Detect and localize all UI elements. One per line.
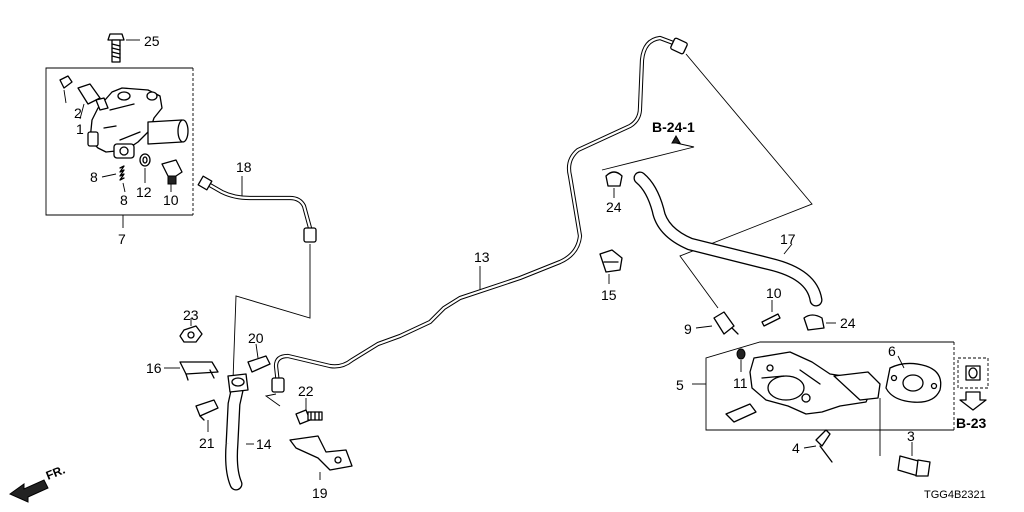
callout-22: 22 — [298, 383, 314, 399]
part-11-pin: 10 — [761, 285, 782, 327]
part-16-clamp: 15 — [599, 249, 623, 303]
part-25-bolt: 25 — [107, 33, 160, 63]
part-10-bolt — [161, 159, 183, 185]
slave-cylinder-group: 5 11 6 — [676, 341, 955, 431]
part-1-fitting — [77, 83, 109, 111]
callout-4: 4 — [792, 440, 800, 456]
part-19-hose: 17 — [633, 171, 823, 307]
slave-cylinder — [725, 351, 881, 423]
callout-17: 16 — [146, 360, 162, 376]
callout-21b: 21 — [199, 435, 215, 451]
callout-12: 11 — [733, 375, 748, 391]
part-3-bolt: 3 — [879, 398, 931, 477]
part-22-bolt: 22 — [295, 383, 323, 425]
part-4-pin: 4 — [792, 429, 833, 463]
reference-b23: B-23 — [956, 357, 989, 431]
master-cylinder-group: 2 1 8 8 12 10 7 — [45, 67, 194, 247]
callout-21a: 20 — [248, 330, 264, 346]
reference-b24-1: B-24-1 — [601, 119, 695, 171]
part-8-pin — [119, 165, 125, 181]
drawing-code: TGG4B2321 — [924, 489, 986, 501]
part-17-clip: 16 — [146, 360, 219, 381]
callout-10: 10 — [163, 192, 179, 208]
callout-3: 3 — [907, 428, 915, 444]
callout-7: 7 — [118, 231, 126, 247]
part-24-clip-lower: 24 — [803, 314, 856, 331]
part-23-nut: 23 — [179, 307, 203, 343]
part-12-washer: 11 — [733, 348, 748, 391]
callout-11: 10 — [766, 285, 782, 301]
reference-arrow-icon — [959, 391, 987, 411]
callout-9: 9 — [684, 321, 692, 337]
part-6-gasket: 6 — [885, 343, 942, 403]
callout-19: 17 — [780, 231, 796, 247]
callout-16: 15 — [601, 287, 617, 303]
callout-15: 14 — [256, 436, 272, 452]
front-direction-indicator: FR. — [8, 463, 67, 503]
callout-8a: 8 — [90, 169, 98, 185]
reference-label-b23: B-23 — [956, 415, 987, 431]
callout-20: 19 — [312, 485, 328, 501]
callout-23: 23 — [183, 307, 199, 323]
reference-arrow-icon — [671, 134, 681, 144]
group-bracket-5 — [705, 341, 954, 431]
part-9-fitting: 9 — [684, 311, 739, 337]
master-cylinder — [87, 87, 189, 159]
callout-25: 25 — [144, 33, 160, 49]
callout-24b: 24 — [840, 315, 856, 331]
reference-label-b24-1: B-24-1 — [652, 119, 695, 135]
part-20-bracket: 19 — [289, 435, 353, 501]
callout-1: 1 — [76, 121, 84, 137]
group-bracket-7 — [45, 67, 193, 216]
part-2-cap — [59, 75, 73, 89]
part-18-pipe: 18 — [197, 159, 317, 381]
callout-6: 6 — [888, 343, 896, 359]
callout-5: 5 — [676, 377, 684, 393]
callout-2: 2 — [74, 105, 82, 121]
callout-18: 18 — [236, 159, 252, 175]
front-arrow-icon — [8, 479, 49, 503]
part-15-hose: 14 — [225, 373, 272, 491]
part-13-washer — [139, 153, 151, 167]
part-14-pipe: 13 — [271, 35, 813, 393]
part-21-clip-upper: 20 — [247, 330, 271, 373]
callout-8b: 8 — [120, 192, 128, 208]
callout-13: 12 — [136, 184, 152, 200]
reference-b23-box — [957, 357, 989, 389]
front-label: FR. — [44, 463, 67, 483]
callout-14: 13 — [474, 249, 490, 265]
part-24-clip-upper: 24 — [605, 171, 623, 215]
callout-24a: 24 — [606, 199, 622, 215]
part-21-clip-lower: 21 — [195, 399, 219, 451]
